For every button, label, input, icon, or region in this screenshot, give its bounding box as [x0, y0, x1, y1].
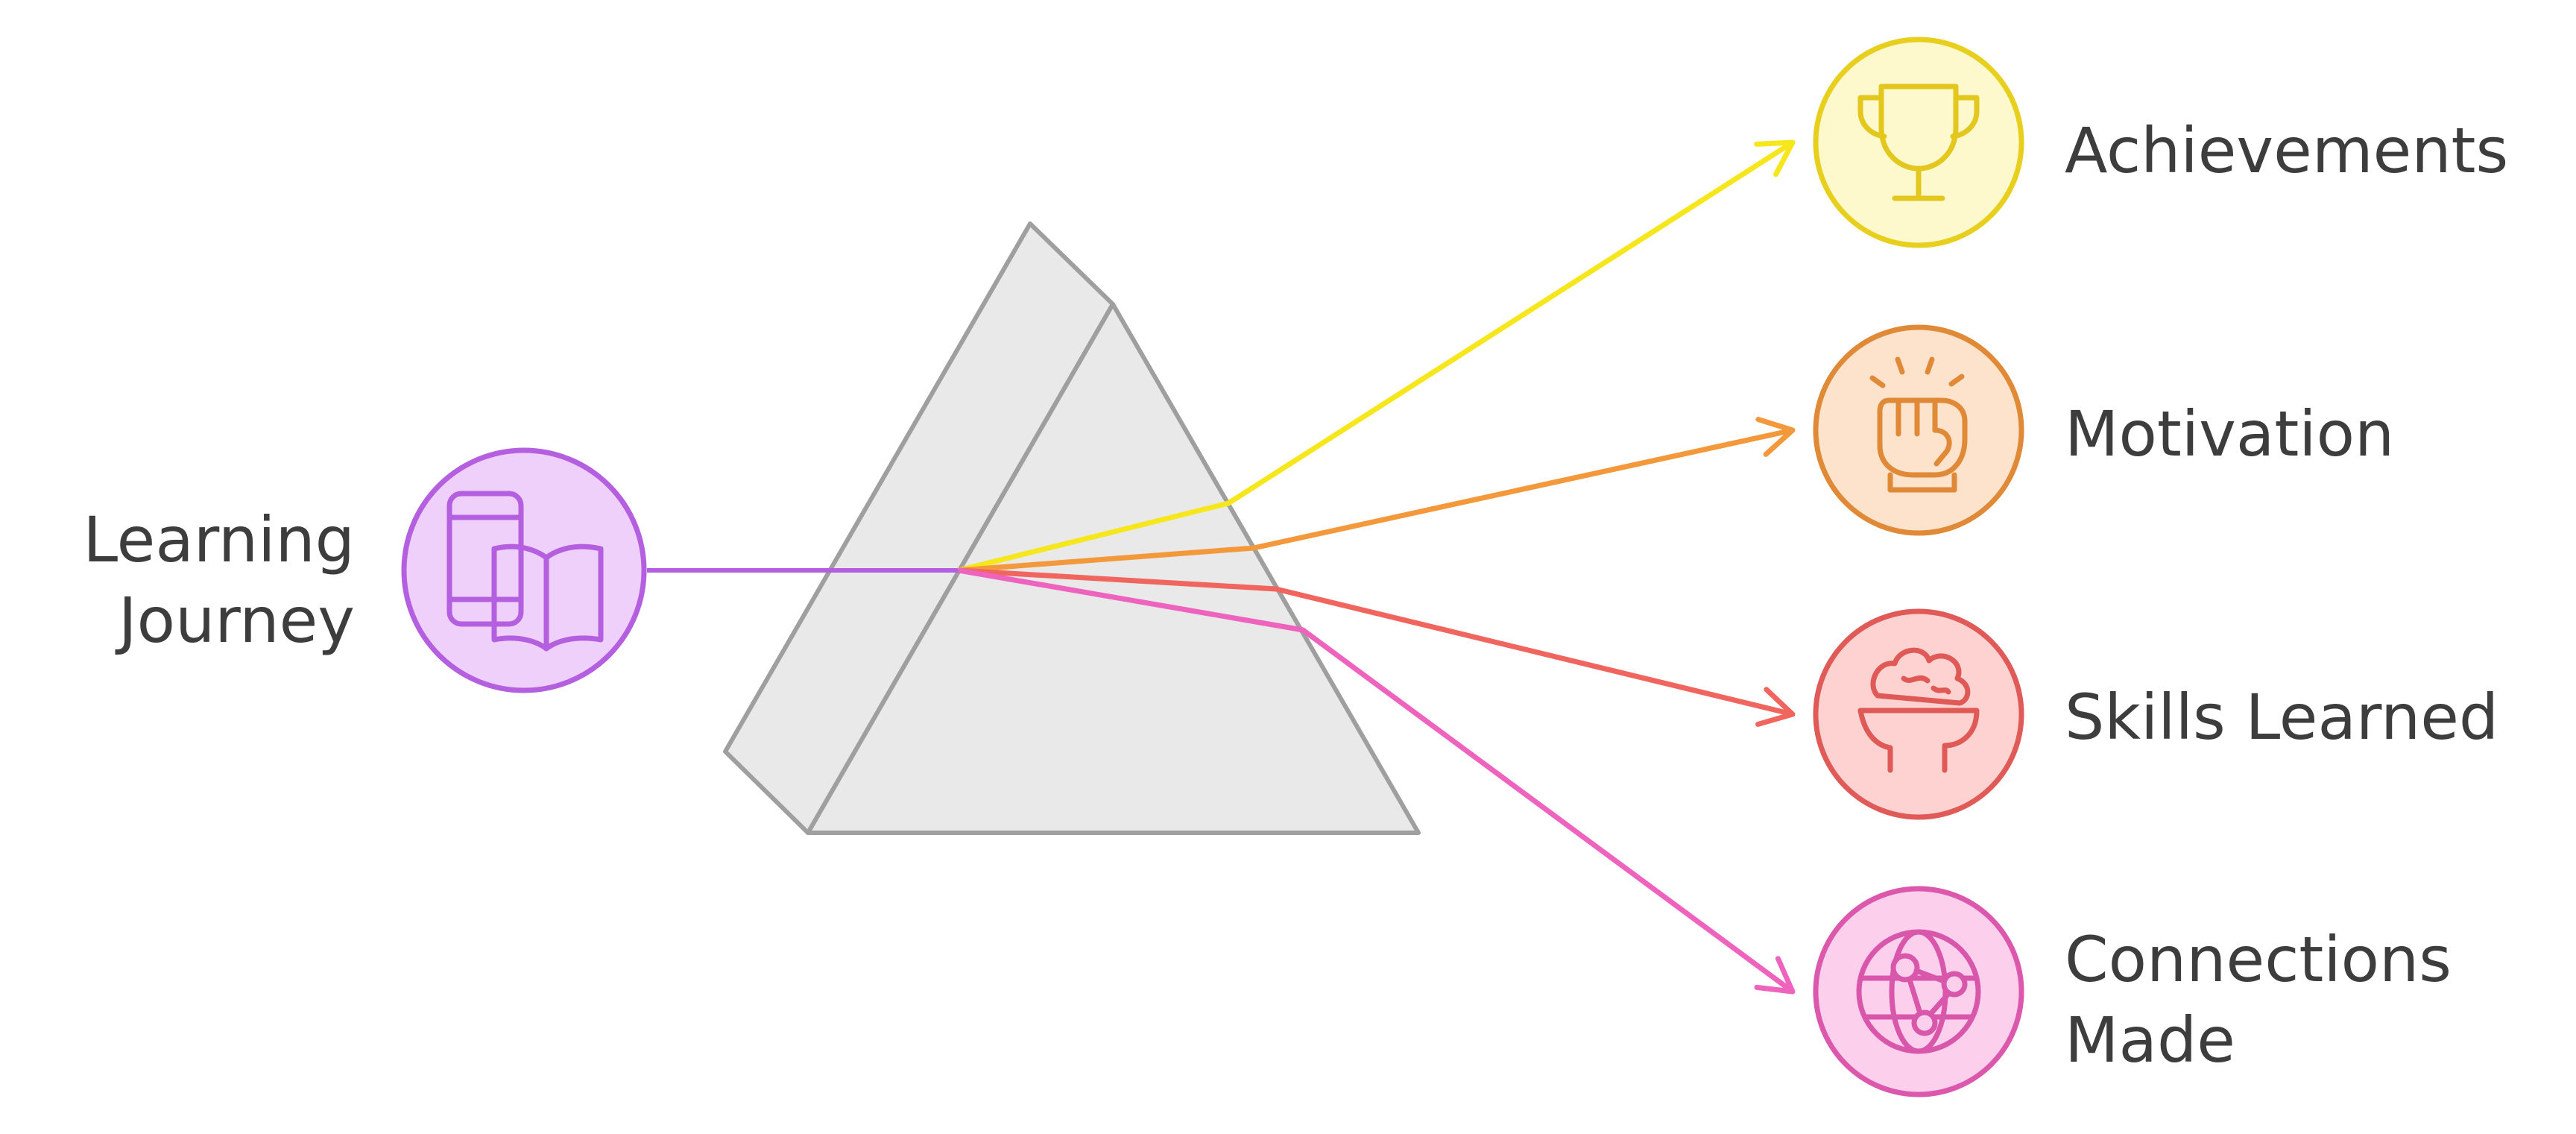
achievements-label: Achievements [2065, 110, 2508, 191]
output-nodes [1813, 37, 2024, 1097]
achievements-beam [958, 140, 1794, 573]
achievements-node [1813, 37, 2024, 248]
prism [723, 221, 1421, 835]
connections-made-label: Connections Made [2065, 919, 2452, 1080]
connections-made-circle [1813, 886, 2024, 1097]
achievements-arrowhead [1754, 139, 1796, 177]
achievements-circle [1813, 37, 2024, 248]
motivation-beam [958, 427, 1793, 573]
motivation-label-text: Motivation [2065, 397, 2395, 470]
output-beams [958, 139, 1796, 995]
connections-made-label-line-2: Made [2065, 1004, 2235, 1077]
learning-journey-label-line-2: Journey [118, 584, 355, 657]
skills-learned-arrowhead [1755, 687, 1796, 727]
learning-journey-node [401, 447, 647, 693]
motivation-arrowhead [1755, 417, 1796, 457]
learning-journey-label-line-1: Learning [83, 503, 355, 576]
connections-made-node [1813, 886, 2024, 1097]
network-globe-icon [1856, 929, 1981, 1054]
skills-learned-node [1813, 608, 2024, 820]
connections-made-label-line-1: Connections [2065, 923, 2452, 996]
trophy-icon [1857, 84, 1980, 201]
connections-made-beam [958, 567, 1795, 994]
fist-icon [1869, 356, 1968, 493]
motivation-label: Motivation [2065, 394, 2394, 474]
skills-learned-label-text: Skills Learned [2065, 681, 2499, 754]
learning-journey-circle [401, 447, 647, 693]
connections-made-arrowhead [1754, 956, 1796, 995]
skills-learned-label: Skills Learned [2065, 677, 2498, 757]
brain-head-icon [1857, 647, 1980, 773]
skills-learned-circle [1813, 608, 2024, 820]
book-tablet-icon [446, 491, 604, 652]
motivation-node [1813, 324, 2024, 536]
learning-journey-label: Learning Journey [83, 500, 355, 661]
achievements-label-text: Achievements [2065, 114, 2509, 187]
skills-learned-beam [958, 567, 1793, 717]
